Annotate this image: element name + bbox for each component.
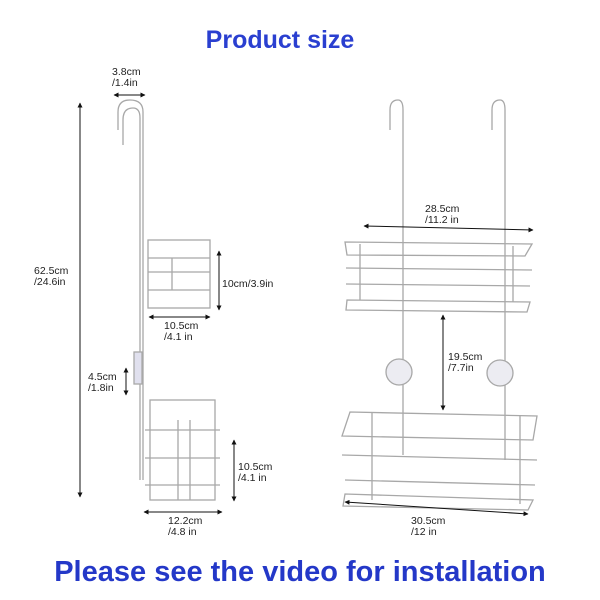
suction-offset-label: 4.5cm/1.8in [88,371,117,394]
dimension-arrows [77,92,534,517]
lower-basket-depth-label: 12.2cm/4.8 in [168,515,203,538]
suction-cup-left [385,358,413,386]
upper-basket-height-label: 10cm/3.9in [222,278,274,290]
suction-cup-right [486,359,514,387]
total-height-label: 62.5cm/24.6in [34,265,69,288]
side-suction-cup [133,351,143,385]
page-title: Product size [205,26,355,54]
side-hook [117,99,144,480]
hook-width-label: 3.8cm/1.4in [112,66,141,89]
basket-gap-label: 19.5cm/7.7in [448,351,483,374]
front-view-caddy [341,99,538,511]
side-view-caddy [117,99,220,501]
lower-basket-width-label: 30.5cm/12 in [411,515,446,538]
upper-basket-width-label: 28.5cm/11.2 in [425,203,460,226]
lower-basket-height-label: 10.5cm/4.1 in [238,461,273,484]
upper-basket-depth-label: 10.5cm/4.1 in [164,320,199,343]
installation-note: Please see the video for installation [54,556,546,588]
